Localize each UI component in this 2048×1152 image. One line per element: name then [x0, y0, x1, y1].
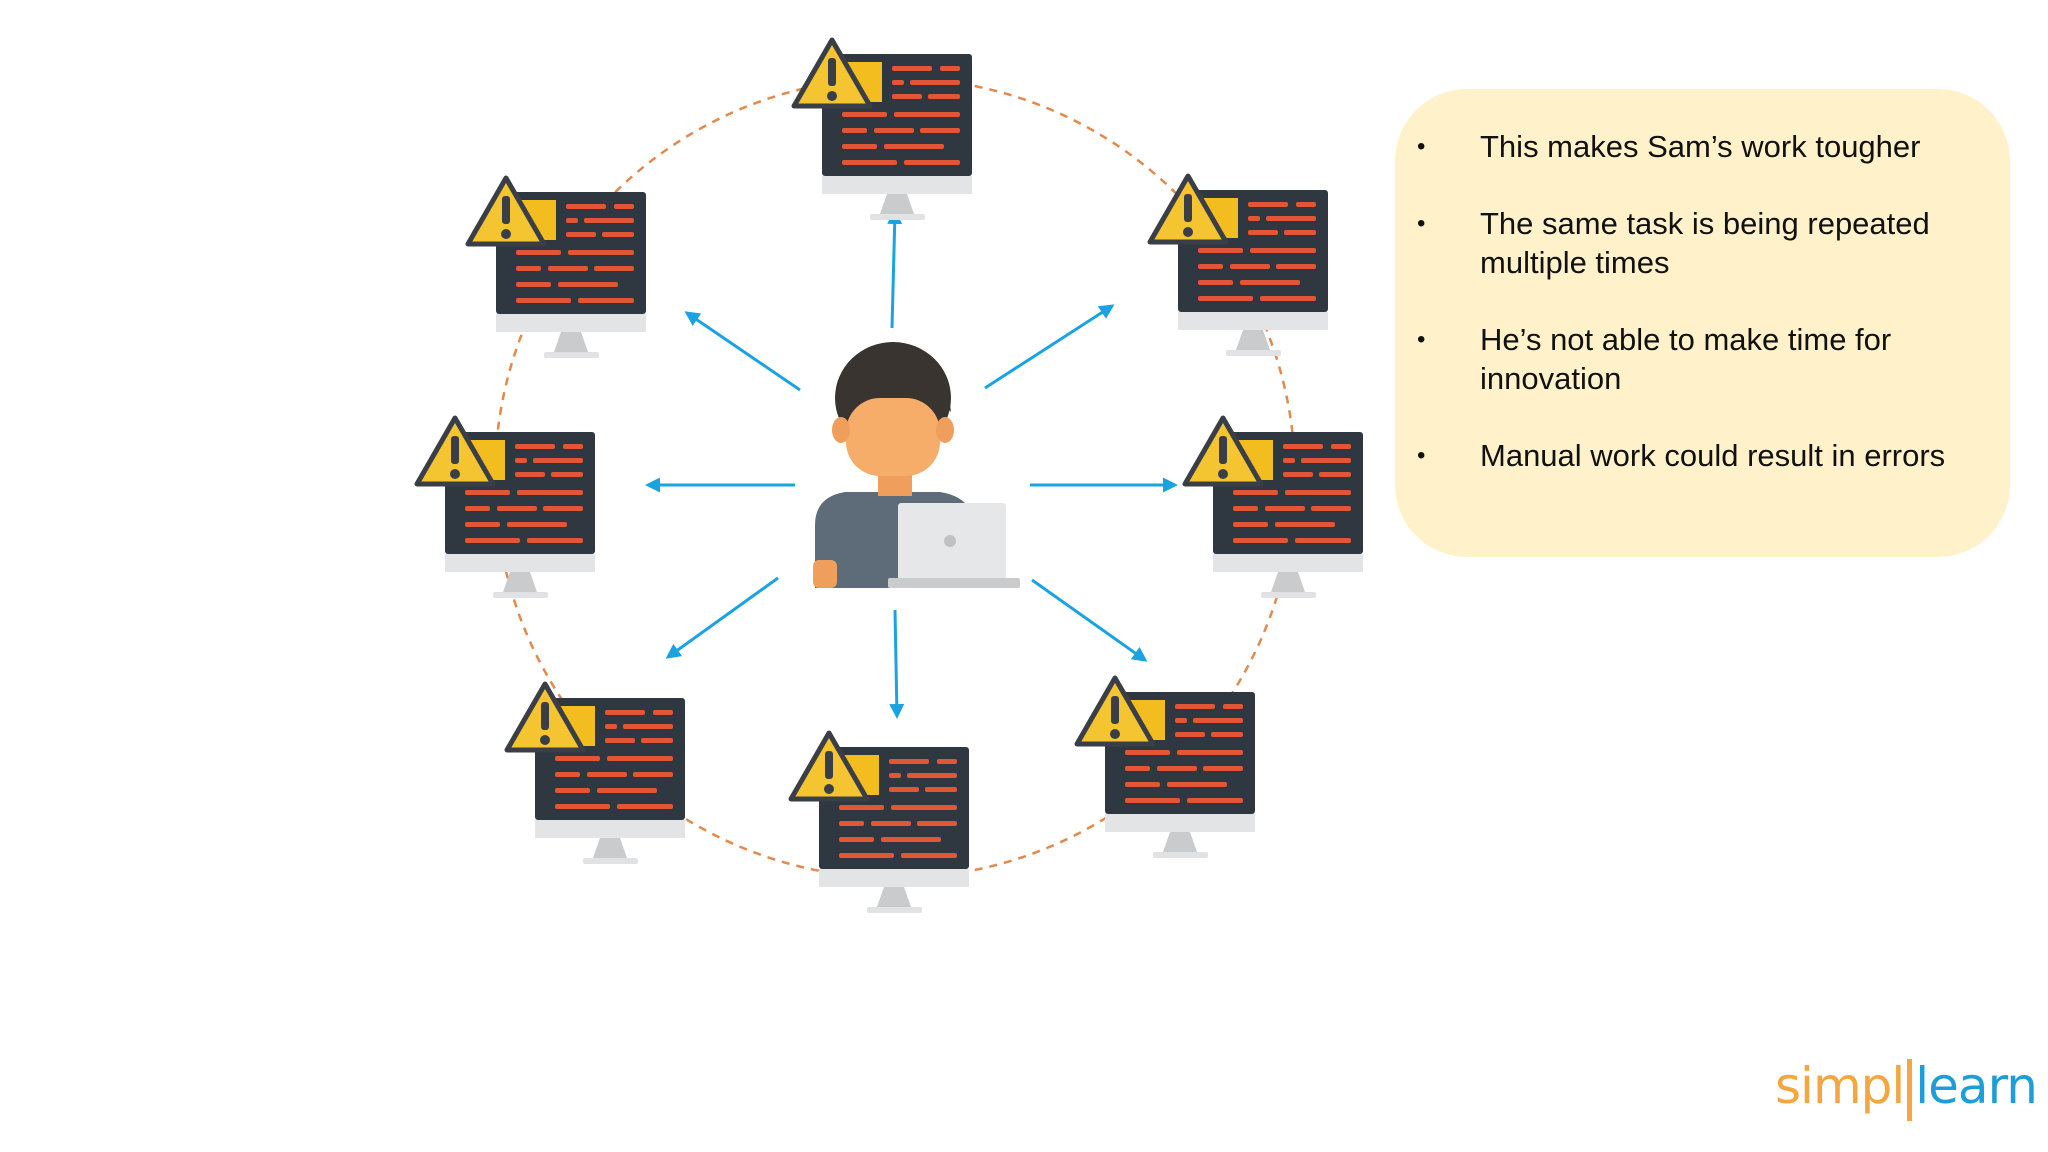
monitor-warning-icon	[791, 733, 969, 913]
arrow-up	[887, 209, 903, 329]
monitor-warning-icon	[1185, 418, 1363, 598]
bullet-marker: •	[1417, 326, 1426, 353]
bullet-item: • This makes Sam’s work tougher	[1417, 127, 1970, 166]
monitor-warning-icon	[507, 684, 685, 864]
logo-part-learn: learn	[1915, 1057, 2038, 1115]
monitor-warning-icon	[794, 40, 972, 220]
bullet-list: • This makes Sam’s work tougher • The sa…	[1417, 127, 1970, 475]
bullet-marker: •	[1417, 210, 1426, 237]
logo-divider	[1907, 1059, 1913, 1121]
bullet-item: • He’s not able to make time for innovat…	[1417, 320, 1970, 398]
arrow-down-left	[665, 576, 779, 659]
person-with-laptop-icon	[813, 342, 1020, 588]
arrow-up-left	[684, 311, 801, 392]
bullet-text: Manual work could result in errors	[1480, 438, 1946, 473]
arrow-down-right	[1031, 578, 1148, 662]
monitor-warning-icon	[1077, 678, 1255, 858]
logo-part-simpl: simpl	[1775, 1057, 1905, 1115]
bullet-text: The same task is being repeated multiple…	[1480, 206, 1930, 280]
arrow-down	[889, 609, 905, 719]
bullet-marker: •	[1417, 442, 1426, 469]
bullet-marker: •	[1417, 133, 1426, 160]
arrows	[645, 209, 1178, 719]
monitor-warning-icon	[417, 418, 595, 598]
arrow-up-right	[984, 304, 1115, 390]
bullet-item: • The same task is being repeated multip…	[1417, 204, 1970, 282]
bullet-item: • Manual work could result in errors	[1417, 436, 1970, 475]
bullet-text: This makes Sam’s work tougher	[1480, 129, 1921, 164]
info-box: • This makes Sam’s work tougher • The sa…	[1395, 89, 2010, 557]
bullet-text: He’s not able to make time for innovatio…	[1480, 322, 1892, 396]
monitor-warning-icon	[468, 178, 646, 358]
monitor-warning-icon	[1150, 176, 1328, 356]
